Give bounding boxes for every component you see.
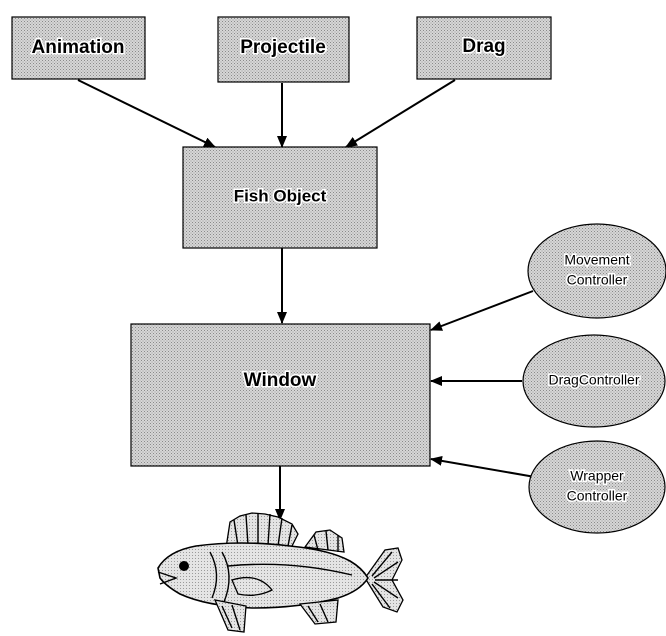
animation-box xyxy=(11,16,146,80)
drag-controller-oval xyxy=(522,334,666,428)
drag-controller-label: DragController xyxy=(548,372,639,388)
edges xyxy=(77,79,536,521)
projectile-label: Projectile xyxy=(240,37,326,58)
edge-movement-controller-to-window xyxy=(430,290,534,331)
wrapper-controller-label-line-1: Wrapper xyxy=(570,468,624,484)
fish-eye xyxy=(179,561,189,571)
projectile-box xyxy=(217,16,350,83)
movement-controller-oval xyxy=(527,223,666,319)
node-wrapper-controller: Wrapper Controller xyxy=(528,440,666,534)
node-fish-object: Fish Object xyxy=(182,146,378,249)
window-box xyxy=(130,323,431,467)
movement-controller-label-line-1: Movement xyxy=(564,252,629,268)
drag-label: Drag xyxy=(462,36,505,57)
fish-object-box xyxy=(182,146,378,249)
edge-animation-to-fish-object xyxy=(77,79,216,148)
node-projectile: Projectile xyxy=(217,16,350,83)
fish-icon xyxy=(157,512,404,633)
node-animation: Animation xyxy=(11,16,146,80)
node-window: Window xyxy=(130,323,431,467)
drag-box xyxy=(416,16,552,80)
node-drag: Drag xyxy=(416,16,552,80)
animation-label: Animation xyxy=(32,37,125,58)
node-movement-controller: Movement Controller xyxy=(527,223,666,319)
wrapper-controller-label-line-2: Controller xyxy=(567,488,628,504)
fish-object-label: Fish Object xyxy=(234,186,327,205)
node-drag-controller: DragController xyxy=(522,334,666,428)
edge-wrapper-controller-to-window xyxy=(430,455,536,478)
movement-controller-label-line-2: Controller xyxy=(567,272,628,288)
wrapper-controller-oval xyxy=(528,440,666,534)
window-label: Window xyxy=(244,370,317,391)
edge-drag-to-fish-object xyxy=(345,79,456,148)
